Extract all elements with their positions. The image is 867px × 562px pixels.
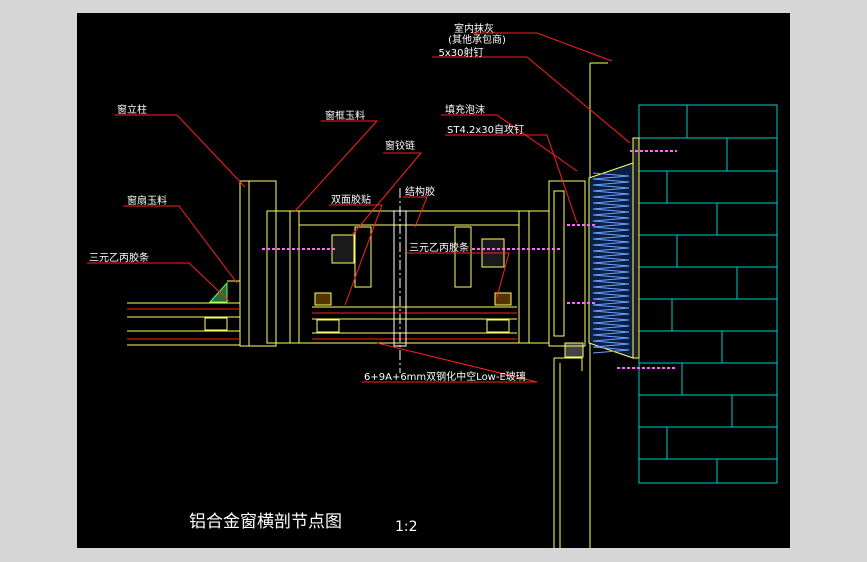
mullion-core [393,210,407,347]
foam-fill [588,162,634,359]
label-structural-glue: 结构胶 [405,185,435,198]
leader-post [115,114,246,188]
label-glass: 6+9A+6mm双钢化中空Low-E玻璃 [364,370,526,383]
leader-plaster [472,32,613,62]
drawing-title: 铝合金窗横剖节点图 [189,512,342,532]
leader-epdm-left [87,262,230,302]
frame-right-jamb [548,180,586,347]
leader-sash [123,205,238,284]
drawing-canvas[interactable]: 室内抹灰 (其他承包商) 5x30射钉 窗立柱 窗框玉料 填充泡沫 ST4.2x… [77,13,790,548]
post-clip [227,280,241,304]
spacer-m1 [316,319,340,333]
masonry-block [638,104,778,484]
leader-foam [441,114,578,172]
leader-frame [294,120,379,212]
leader-nail [432,56,631,144]
spacer-m2 [486,319,510,333]
leader-glass [362,342,538,383]
leaders [87,32,631,383]
gasket-l [208,281,228,303]
leader-tape [329,204,383,306]
label-frame-profile: 窗框玉料 [325,109,365,122]
screws [262,150,677,369]
label-screw: ST4.2x30自攻钉 [447,123,524,136]
section-drawing: 室内抹灰 (其他承包商) 5x30射钉 窗立柱 窗框玉料 填充泡沫 ST4.2x… [87,22,778,548]
foam-hatch [592,172,630,354]
tape-m1 [314,292,332,306]
leader-glue [403,196,428,228]
label-nail: 5x30射钉 [438,47,483,59]
post-outline [239,180,277,347]
hinge-leaf-2 [454,226,472,288]
left-glazing [127,281,240,346]
sill-return [553,342,584,548]
leader-epdm-mid [407,252,510,298]
window-post [227,180,277,347]
label-foam-fill: 填充泡沫 [445,103,485,116]
label-window-post: 窗立柱 [117,103,147,116]
spacer-l [204,317,228,331]
leader-hinge [351,152,423,236]
label-epdm-mid: 三元乙丙胶条 [409,241,469,254]
hinge-leaf-1 [354,226,372,288]
leader-screw [445,134,578,224]
frame-right-inner [553,190,565,337]
sealant-block [564,342,584,358]
middle-glazing [312,292,517,340]
tape-m2 [494,292,512,306]
label-sash-profile: 窗扇玉料 [127,194,167,207]
hinge-left [331,234,355,264]
labels: 室内抹灰 (其他承包商) 5x30射钉 窗立柱 窗框玉料 填充泡沫 ST4.2x… [89,22,526,383]
hinges [331,226,505,288]
label-plaster-2: (其他承包商) [448,33,506,46]
frame-profile [266,180,586,347]
masonry-joints [639,105,777,483]
sill-top [554,357,583,371]
wall-block [589,62,778,548]
drawing-scale: 1:2 [395,519,418,535]
label-plaster-1: 室内抹灰 [454,22,494,35]
label-epdm-left: 三元乙丙胶条 [89,251,149,264]
frame-outline [266,210,550,344]
wall-render-strip [632,137,640,359]
label-double-tape: 双面胶贴 [331,193,371,206]
label-hinge: 窗铰链 [385,139,415,152]
